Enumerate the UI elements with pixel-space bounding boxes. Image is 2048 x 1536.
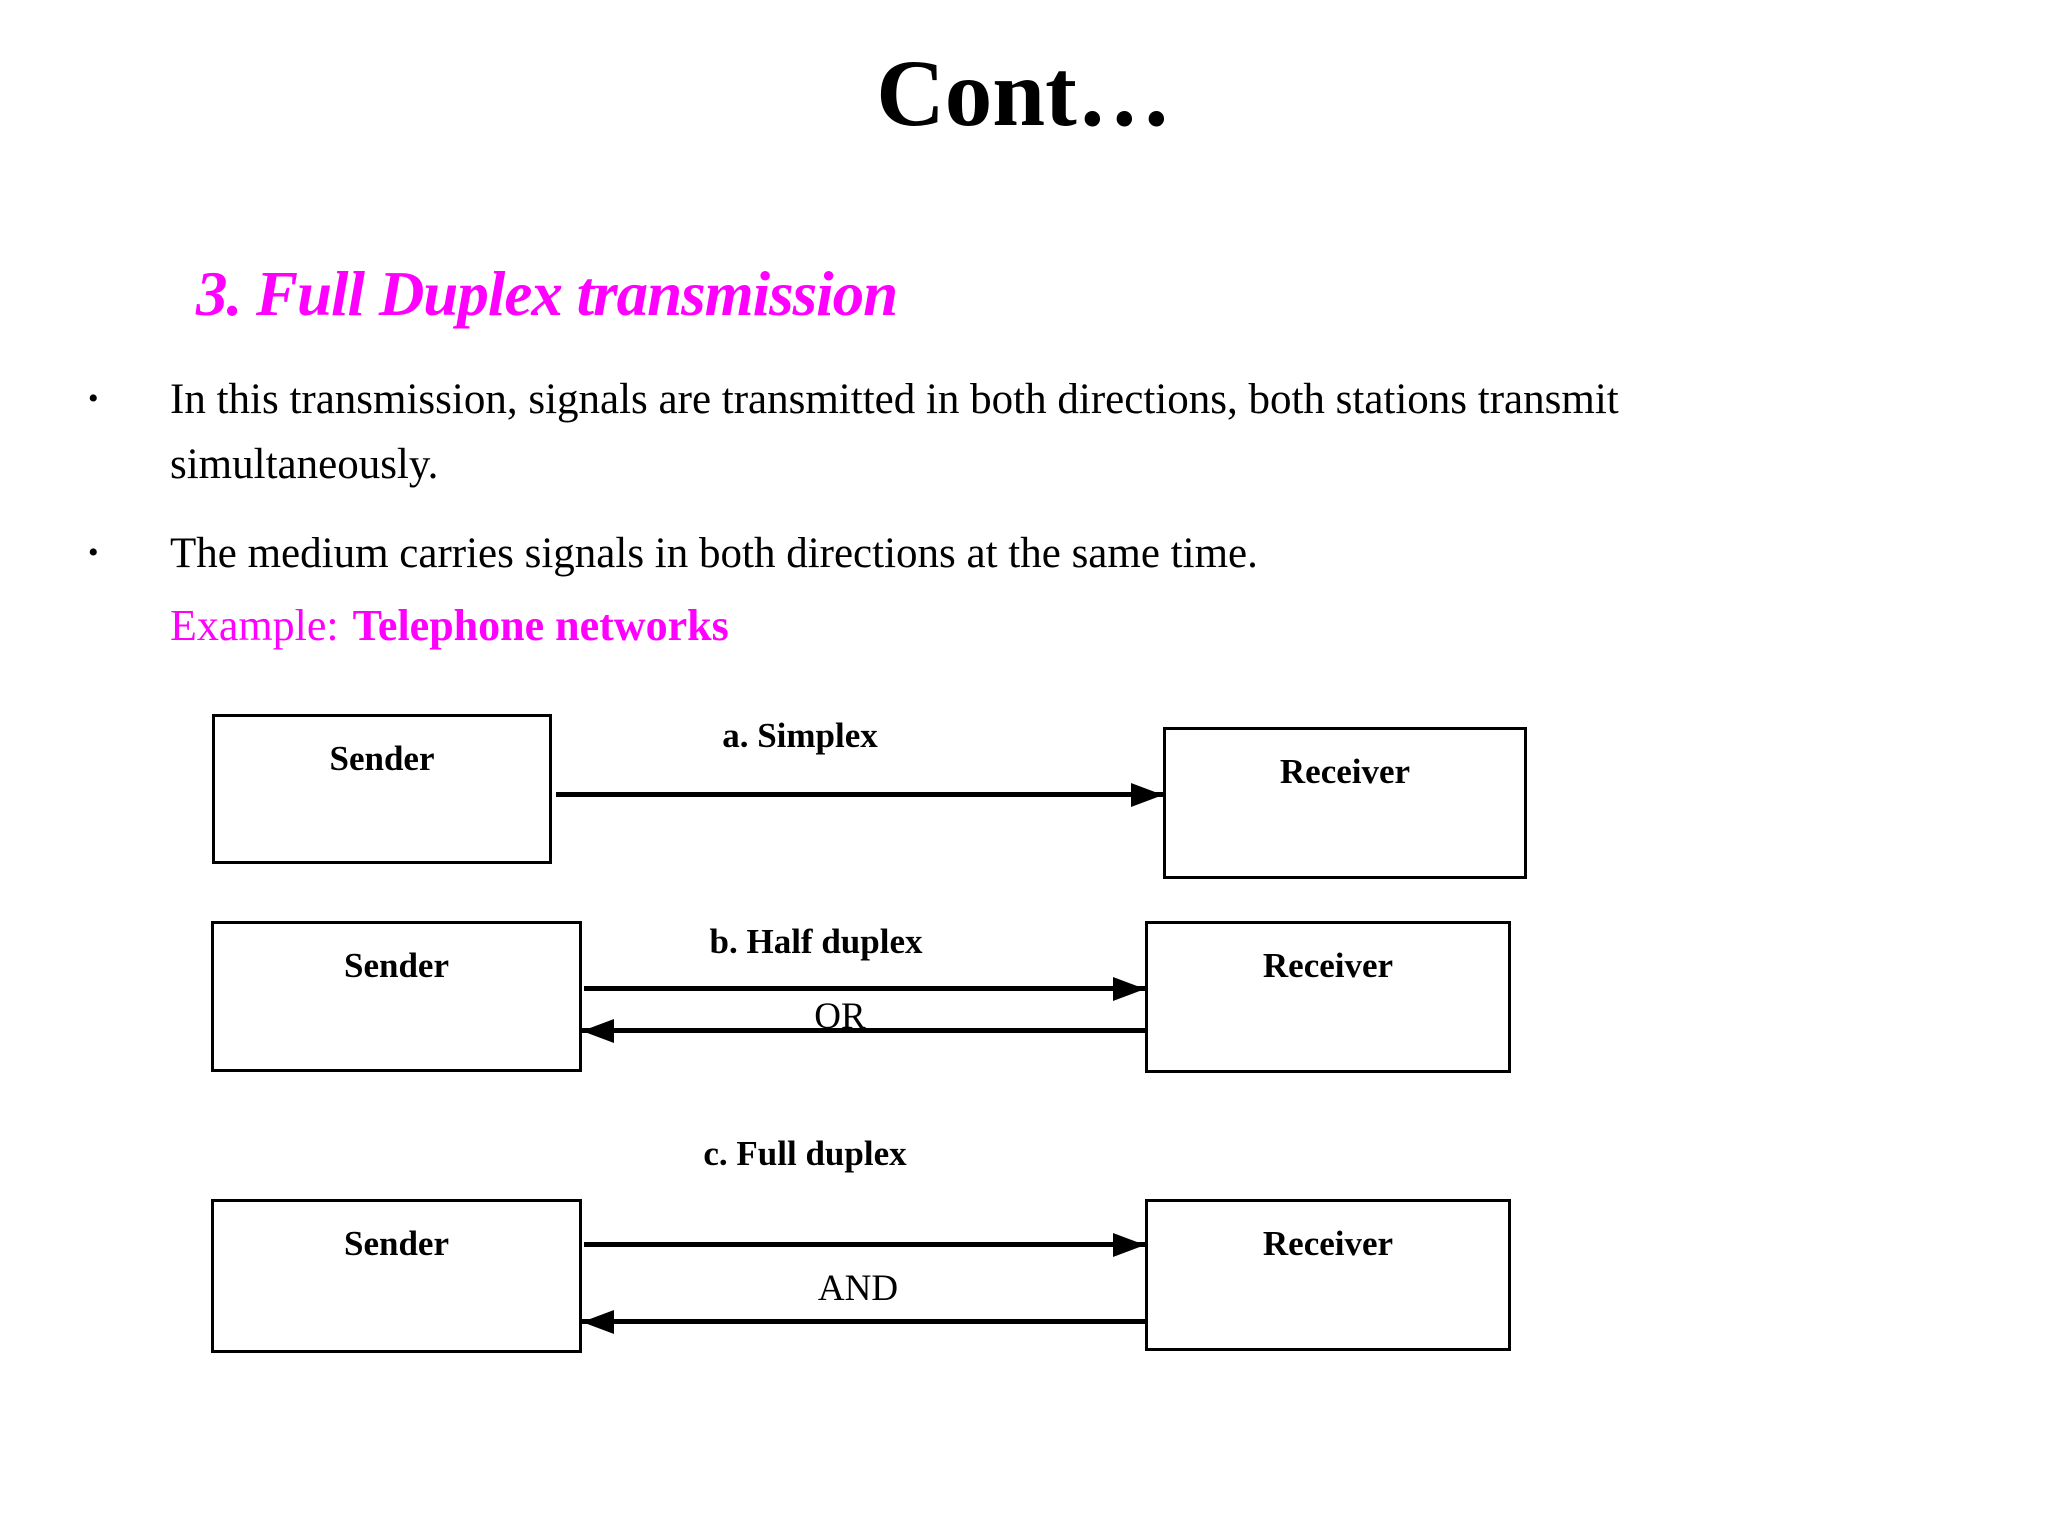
sender-box-simplex: Sender bbox=[212, 714, 552, 864]
slide-title: Cont… bbox=[876, 40, 1172, 146]
full-duplex-connector-label: AND bbox=[817, 1268, 899, 1309]
bullet-glyph: • bbox=[88, 536, 99, 569]
sender-box-label: Sender bbox=[329, 739, 435, 778]
example-label: Example: bbox=[170, 601, 339, 650]
diagram-label-full-duplex: c. Full duplex bbox=[703, 1134, 907, 1173]
example-line: Example: Telephone networks bbox=[170, 600, 729, 651]
bullet-text: In this transmission, signals are transm… bbox=[170, 376, 1619, 488]
bullet-text: The medium carries signals in both direc… bbox=[170, 530, 1258, 577]
half-duplex-arrow-right-icon bbox=[584, 976, 1145, 1001]
sender-box-label: Sender bbox=[344, 1224, 449, 1263]
receiver-box-full-duplex: Receiver bbox=[1145, 1199, 1511, 1351]
full-duplex-arrow-right-icon bbox=[584, 1232, 1145, 1257]
section-heading: 3. Full Duplex transmission bbox=[196, 259, 898, 329]
bullet-item: • The medium carries signals in both dir… bbox=[88, 522, 1850, 587]
sender-box-label: Sender bbox=[344, 946, 449, 985]
arrowhead-right-icon bbox=[1131, 782, 1163, 807]
receiver-box-simplex: Receiver bbox=[1163, 727, 1527, 879]
receiver-box-label: Receiver bbox=[1262, 946, 1394, 985]
diagram-label-simplex: a. Simplex bbox=[722, 716, 878, 755]
receiver-box-half-duplex: Receiver bbox=[1145, 921, 1511, 1073]
half-duplex-arrow-left-icon bbox=[582, 1018, 1145, 1043]
bullet-item: • In this transmission, signals are tran… bbox=[88, 368, 1850, 497]
sender-box-half-duplex: Sender bbox=[211, 921, 582, 1072]
bullet-glyph: • bbox=[88, 382, 99, 415]
receiver-box-label: Receiver bbox=[1279, 752, 1411, 791]
example-value: Telephone networks bbox=[352, 601, 729, 650]
sender-box-full-duplex: Sender bbox=[211, 1199, 582, 1353]
arrowhead-right-icon bbox=[1113, 976, 1145, 1001]
full-duplex-arrow-left-icon bbox=[582, 1309, 1145, 1334]
arrowhead-left-icon bbox=[582, 1018, 614, 1043]
arrowhead-right-icon bbox=[1113, 1232, 1145, 1257]
receiver-box-label: Receiver bbox=[1262, 1224, 1394, 1263]
arrowhead-left-icon bbox=[582, 1309, 614, 1334]
simplex-arrow-right-icon bbox=[556, 782, 1163, 807]
diagram-label-half-duplex: b. Half duplex bbox=[709, 922, 923, 961]
